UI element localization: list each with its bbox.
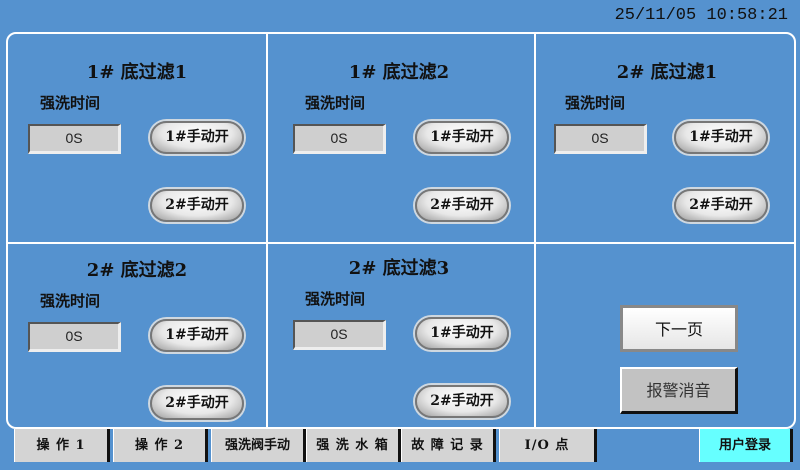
filter-panel-1-2: 1# 底过滤2 强洗时间 0S 1#手动开 2#手动开 xyxy=(268,32,530,242)
manual-open-1-button[interactable]: 1#手动开 xyxy=(415,317,509,350)
panel-title: 2# 底过滤2 xyxy=(86,260,188,281)
panel-title: 2# 底过滤1 xyxy=(616,62,718,83)
manual-open-1-button[interactable]: 1#手动开 xyxy=(150,319,244,352)
clock-display: 25/11/05 10:58:21 xyxy=(614,6,788,25)
wash-time-field[interactable]: 0S xyxy=(554,124,647,154)
wash-time-label: 强洗时间 xyxy=(565,94,626,112)
wash-time-field[interactable]: 0S xyxy=(293,124,386,154)
panel-title: 1# 底过滤1 xyxy=(86,62,188,83)
manual-open-2-button[interactable]: 2#手动开 xyxy=(415,385,509,418)
tab-operation-1[interactable]: 操 作 1 xyxy=(14,429,110,462)
divider xyxy=(6,242,796,244)
manual-open-1-button[interactable]: 1#手动开 xyxy=(415,121,509,154)
wash-time-field[interactable]: 0S xyxy=(28,322,121,352)
wash-time-label: 强洗时间 xyxy=(305,94,366,112)
tab-operation-2[interactable]: 操 作 2 xyxy=(113,429,208,462)
filter-panel-2-1: 2# 底过滤1 强洗时间 0S 1#手动开 2#手动开 xyxy=(536,32,798,242)
manual-open-2-button[interactable]: 2#手动开 xyxy=(415,189,509,222)
tab-io-points[interactable]: I/O 点 xyxy=(499,429,597,462)
manual-open-1-button[interactable]: 1#手动开 xyxy=(150,121,244,154)
filter-panel-1-1: 1# 底过滤1 强洗时间 0S 1#手动开 2#手动开 xyxy=(6,32,268,242)
tab-fault-log[interactable]: 故 障 记 录 xyxy=(401,429,496,462)
wash-time-field[interactable]: 0S xyxy=(28,124,121,154)
filter-panel-2-3: 2# 底过滤3 强洗时间 0S 1#手动开 2#手动开 xyxy=(268,228,530,438)
wash-time-field[interactable]: 0S xyxy=(293,320,386,350)
wash-time-label: 强洗时间 xyxy=(40,94,101,112)
wash-time-label: 强洗时间 xyxy=(40,292,101,310)
manual-open-2-button[interactable]: 2#手动开 xyxy=(150,189,244,222)
manual-open-2-button[interactable]: 2#手动开 xyxy=(150,387,244,420)
tab-wash-valve-manual[interactable]: 强洗阀手动 xyxy=(211,429,306,462)
filter-panel-2-2: 2# 底过滤2 强洗时间 0S 1#手动开 2#手动开 xyxy=(6,230,268,440)
manual-open-1-button[interactable]: 1#手动开 xyxy=(674,121,768,154)
manual-open-2-button[interactable]: 2#手动开 xyxy=(674,189,768,222)
panel-frame xyxy=(6,32,796,429)
tab-wash-tank[interactable]: 强 洗 水 箱 xyxy=(306,429,401,462)
divider xyxy=(534,32,536,429)
divider xyxy=(266,32,268,429)
panel-title: 1# 底过滤2 xyxy=(348,62,450,83)
next-page-button[interactable]: 下一页 xyxy=(620,305,738,352)
wash-time-label: 强洗时间 xyxy=(305,290,366,308)
user-login-button[interactable]: 用户登录 xyxy=(699,429,793,462)
panel-title: 2# 底过滤3 xyxy=(348,258,450,279)
alarm-mute-button[interactable]: 报警消音 xyxy=(620,367,738,414)
